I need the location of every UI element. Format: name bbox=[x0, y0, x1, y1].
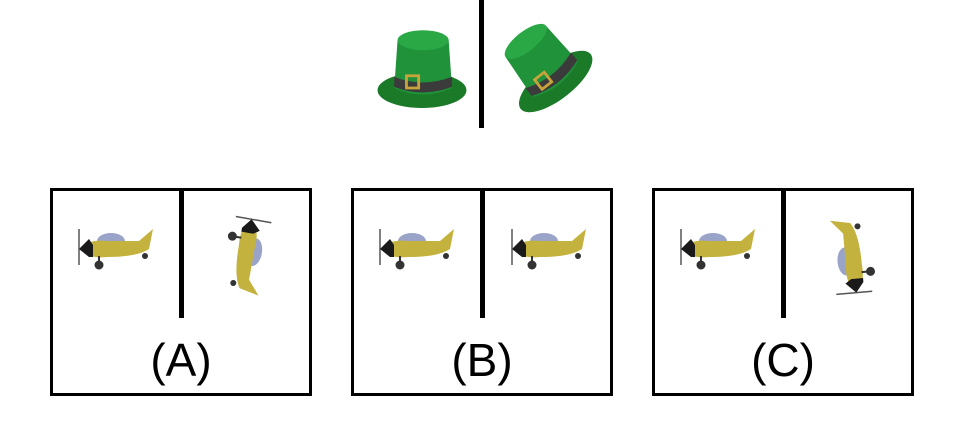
airplane-icon bbox=[821, 211, 880, 299]
option-a-box[interactable]: (A) bbox=[50, 188, 312, 396]
leprechaun-hat-icon bbox=[474, 0, 609, 131]
option-label: (A) bbox=[150, 334, 212, 386]
option-divider bbox=[480, 191, 485, 318]
reference-divider bbox=[479, 0, 484, 128]
option-divider bbox=[179, 191, 184, 318]
option-divider bbox=[781, 191, 786, 318]
airplane-icon bbox=[214, 211, 280, 303]
option-c-box[interactable]: (C) bbox=[652, 188, 914, 396]
airplane-icon bbox=[376, 221, 460, 273]
airplane-icon bbox=[508, 221, 592, 273]
option-b-box[interactable]: (B) bbox=[351, 188, 613, 396]
airplane-icon bbox=[677, 221, 761, 273]
leprechaun-hat-icon bbox=[372, 22, 472, 114]
reference-pair bbox=[360, 0, 600, 130]
airplane-icon bbox=[75, 221, 159, 273]
option-label: (C) bbox=[751, 334, 815, 386]
option-label: (B) bbox=[451, 334, 513, 386]
